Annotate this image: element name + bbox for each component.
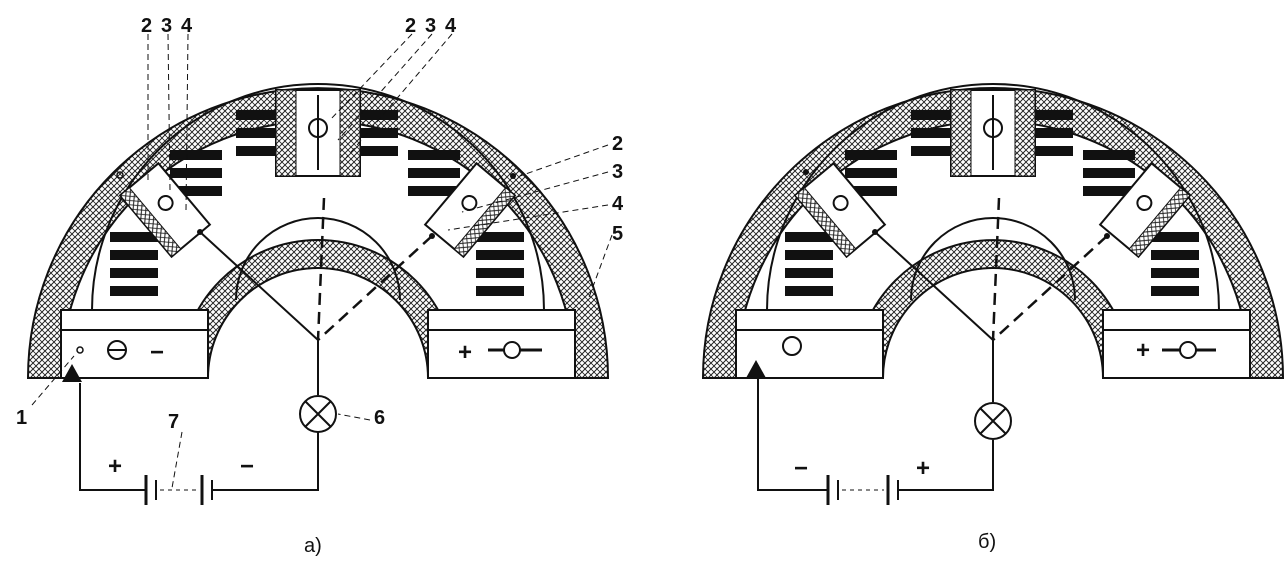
- terminal-triangle-a: [62, 364, 82, 382]
- label-5-a: 5: [612, 223, 623, 245]
- wire-right-a: [317, 235, 433, 341]
- sign-battery-right-a: −: [240, 453, 254, 480]
- coil-group-2b: [845, 150, 897, 196]
- label-3-right-a: 3: [612, 161, 623, 183]
- ext-wire-right-a: [212, 432, 319, 491]
- sign-right-terminal-b: +: [1136, 337, 1150, 364]
- wire-left-b: [874, 231, 994, 341]
- base-right-a: [427, 309, 576, 379]
- label-7-a: 7: [168, 411, 179, 433]
- caption-b: б): [978, 531, 996, 553]
- coil-group-3b: [911, 110, 963, 156]
- ext-wire-left-a: [79, 383, 146, 491]
- label-2-right-a: 2: [612, 133, 623, 155]
- coil-group-4b: [1021, 110, 1073, 156]
- base-left-a: [60, 309, 209, 379]
- sign-battery-left-b: −: [794, 455, 808, 482]
- diagram-a: − + + −: [16, 15, 624, 557]
- sign-left-terminal-a: −: [150, 339, 164, 366]
- label-6-a: 6: [374, 407, 385, 429]
- coil-group-3a: [236, 110, 288, 156]
- brush-holder-top-a: [275, 89, 361, 177]
- sign-battery-right-b: +: [916, 455, 930, 482]
- battery-b: [826, 475, 899, 505]
- brush-holder-right-b: [1098, 161, 1192, 259]
- coil-group-6b: [1151, 232, 1199, 296]
- lamp-a: [299, 395, 337, 433]
- coil-group-1a: [110, 232, 158, 296]
- brush-holder-top-b: [950, 89, 1036, 177]
- ext-wire-right-b: [898, 440, 994, 491]
- lamp-b: [974, 402, 1012, 440]
- leader-lines-a: [31, 33, 613, 489]
- coil-group-5a: [408, 150, 460, 196]
- coil-group-5b: [1083, 150, 1135, 196]
- terminal-slot-right-a: [488, 341, 542, 359]
- label-2-left-a: 2: [141, 15, 152, 37]
- wire-top-b: [991, 197, 1001, 341]
- label-4-right-a: 4: [612, 193, 624, 215]
- wire-left-a: [199, 231, 319, 341]
- sign-battery-left-a: +: [108, 453, 122, 480]
- wire-top-a: [316, 197, 326, 341]
- sign-right-terminal-a: +: [458, 339, 472, 366]
- terminal-slot-right-b: [1162, 341, 1216, 359]
- battery-a: [144, 475, 213, 505]
- brush-holder-left-a: [118, 161, 212, 259]
- label-3-top-a: 3: [425, 15, 436, 37]
- brush-holder-left-b: [793, 161, 887, 259]
- label-4-left-a: 4: [181, 15, 193, 37]
- terminal-triangle-b: [746, 360, 766, 378]
- coil-group-1b: [785, 232, 833, 296]
- base-left-b: [735, 309, 884, 379]
- label-4-top-a: 4: [445, 15, 457, 37]
- label-2-top-a: 2: [405, 15, 416, 37]
- base-right-b: [1102, 309, 1251, 379]
- coil-group-6a: [476, 232, 524, 296]
- caption-a: а): [304, 535, 322, 557]
- label-1-a: 1: [16, 407, 27, 429]
- ext-wire-left-b: [757, 378, 828, 491]
- terminal-circle-left-b: [782, 336, 802, 356]
- label-3-left-a: 3: [161, 15, 172, 37]
- wire-right-b: [992, 235, 1108, 341]
- diagram-b: + − + б): [701, 83, 1285, 553]
- coil-group-4a: [346, 110, 398, 156]
- coil-group-2a: [170, 150, 222, 196]
